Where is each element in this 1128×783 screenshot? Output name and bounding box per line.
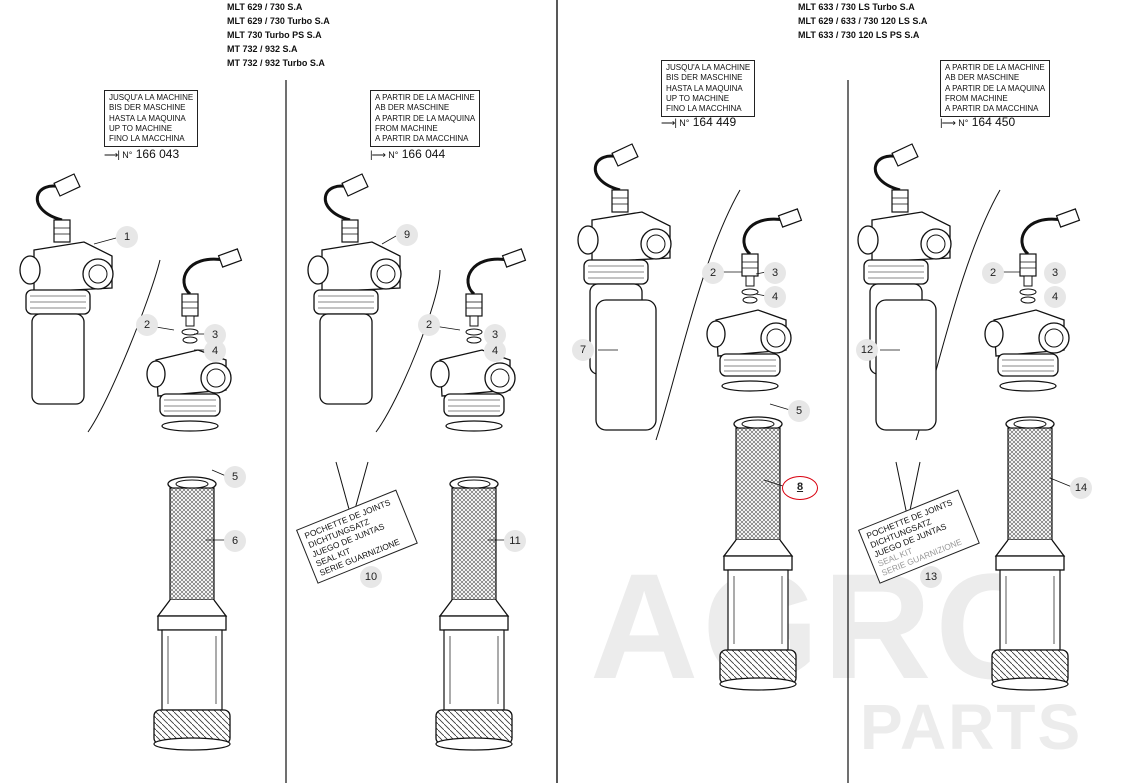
callout-14[interactable]: 14 [1070,477,1092,499]
serial-166043: ⟶| N° 166 043 [104,147,179,161]
note-line: A PARTIR DE LA MACHINE [945,63,1045,72]
callout-5[interactable]: 5 [224,466,246,488]
model-line: MLT 633 / 730 LS Turbo S.A [798,2,915,12]
up-to-arrow-icon: ⟶| [661,118,677,129]
note-line: FROM MACHINE [945,93,1008,103]
callout-2[interactable]: 2 [418,314,440,336]
up-to-arrow-icon: ⟶| [104,150,120,161]
serial-value: 166 044 [401,147,446,161]
serial-value: 164 449 [692,115,737,129]
callout-3[interactable]: 3 [1044,262,1066,284]
model-line: MLT 633 / 730 120 LS PS S.A [798,30,920,40]
model-line: MT 732 / 932 S.A [227,44,298,54]
serial-prefix: N° [122,150,133,160]
serial-value: 166 043 [135,147,180,161]
model-line: MLT 629 / 633 / 730 120 LS S.A [798,16,928,26]
serial-164449: ⟶| N° 164 449 [661,115,736,129]
callout-7[interactable]: 7 [572,339,594,361]
note-from-machine-1: A PARTIR DE LA MACHINE AB DER MASCHINE A… [370,90,481,148]
note-line: HASTA LA MAQUINA [666,83,743,93]
callout-1[interactable]: 1 [116,226,138,248]
model-line: MLT 629 / 730 Turbo S.A [227,16,330,26]
note-line: JUSQU'A LA MACHINE [666,63,751,72]
note-up-to-machine-2: JUSQU'A LA MACHINE BIS DER MASCHINE HAST… [661,60,756,118]
callout-4[interactable]: 4 [1044,286,1066,308]
callout-11[interactable]: 11 [504,530,526,552]
serial-164450: |⟶ N° 164 450 [940,115,1015,129]
note-line: AB DER MASCHINE [375,103,450,113]
model-line: MLT 730 Turbo PS S.A [227,30,322,40]
note-line: UP TO MACHINE [666,93,730,103]
callout-13[interactable]: 13 [920,566,942,588]
callout-12[interactable]: 12 [856,339,878,361]
note-from-machine-2: A PARTIR DE LA MACHINE AB DER MASCHINE A… [940,60,1051,118]
model-list-right: MLT 633 / 730 LS Turbo S.A MLT 629 / 633… [798,0,927,42]
note-line: A PARTIR DE LA MACHINE [375,93,475,102]
model-list-left: MLT 629 / 730 S.A MLT 629 / 730 Turbo S.… [227,0,330,70]
watermark-agro: AGRO [590,542,1056,710]
from-arrow-icon: |⟶ [940,118,956,129]
callout-5[interactable]: 5 [788,400,810,422]
serial-prefix: N° [388,150,399,160]
note-line: AB DER MASCHINE [945,73,1020,83]
callout-9[interactable]: 9 [396,224,418,246]
serial-prefix: N° [958,118,969,128]
note-line: UP TO MACHINE [109,123,173,133]
from-arrow-icon: |⟶ [370,150,386,161]
serial-prefix: N° [679,118,690,128]
callout-2[interactable]: 2 [136,314,158,336]
serial-value: 164 450 [971,115,1016,129]
note-line: A PARTIR DA MACCHINA [375,134,469,144]
note-line: BIS DER MASCHINE [666,73,743,83]
callout-2[interactable]: 2 [982,262,1004,284]
note-line: A PARTIR DE LA MAQUINA [375,113,476,123]
note-line: FROM MACHINE [375,123,438,133]
note-line: A PARTIR DE LA MAQUINA [945,83,1046,93]
model-line: MLT 629 / 730 S.A [227,2,303,12]
note-line: A PARTIR DA MACCHINA [945,104,1039,114]
callout-8-selected[interactable]: 8 [782,476,818,500]
note-line: FINO LA MACCHINA [666,104,742,114]
note-line: JUSQU'A LA MACHINE [109,93,194,102]
serial-166044: |⟶ N° 166 044 [370,147,445,161]
note-up-to-machine-1: JUSQU'A LA MACHINE BIS DER MASCHINE HAST… [104,90,199,148]
callout-10[interactable]: 10 [360,566,382,588]
callout-2[interactable]: 2 [702,262,724,284]
note-line: HASTA LA MAQUINA [109,113,186,123]
callout-6[interactable]: 6 [224,530,246,552]
model-line: MT 732 / 932 Turbo S.A [227,58,325,68]
callout-4[interactable]: 4 [484,340,506,362]
callout-4[interactable]: 4 [204,340,226,362]
watermark-parts: PARTS [860,691,1083,763]
callout-4[interactable]: 4 [764,286,786,308]
note-line: FINO LA MACCHINA [109,134,185,144]
callout-3[interactable]: 3 [764,262,786,284]
note-line: BIS DER MASCHINE [109,103,186,113]
